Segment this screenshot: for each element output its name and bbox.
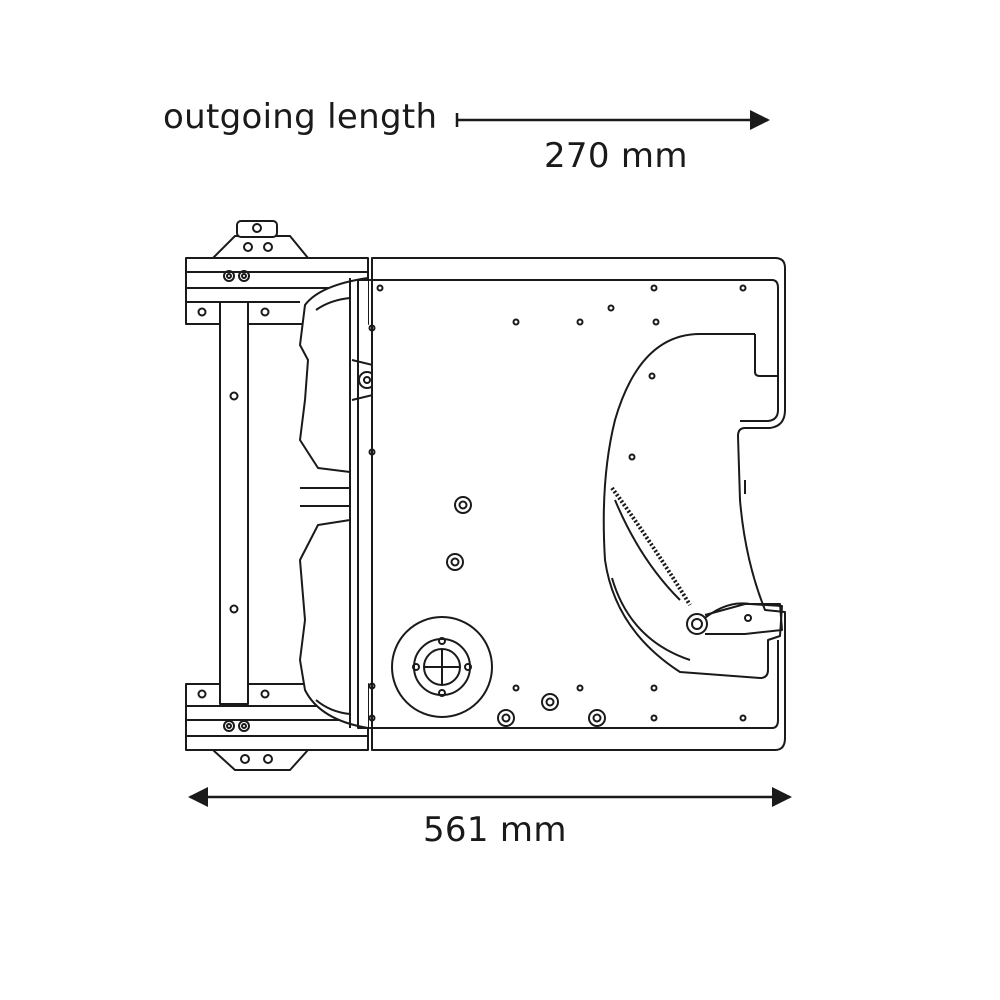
vertical-bar (219, 301, 249, 705)
outgoing-length-label: outgoing length (163, 97, 438, 137)
main-plate (357, 257, 786, 751)
outgoing-length-value: 270 mm (544, 136, 688, 176)
screw-holes (368, 284, 747, 722)
round-port (391, 616, 493, 718)
fasteners (446, 496, 606, 727)
device-outline (185, 220, 786, 771)
width-dimension-value: 561 mm (423, 810, 567, 850)
bottom-bracket (212, 749, 309, 771)
top-bracket (212, 220, 309, 259)
outgoing-length-arrow (455, 110, 770, 130)
